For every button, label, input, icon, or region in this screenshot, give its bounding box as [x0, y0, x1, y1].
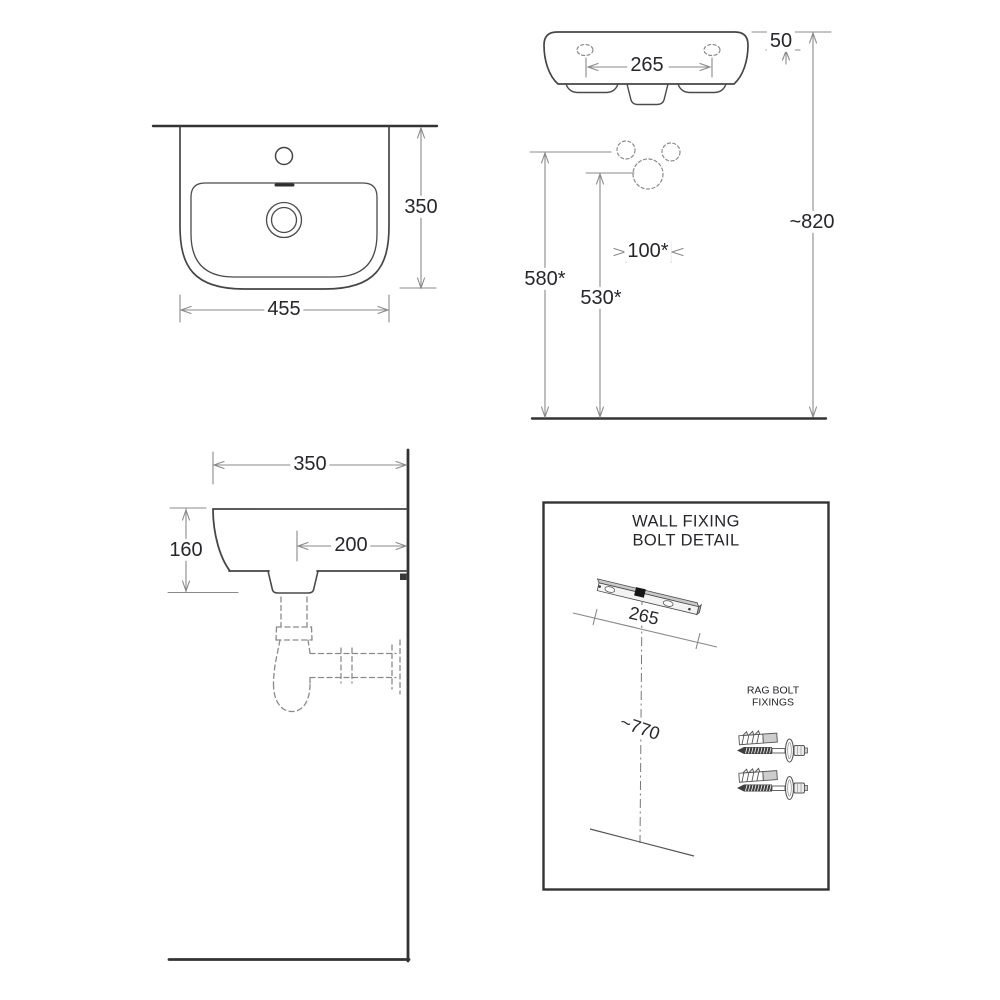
- dim-rail-spacing: [572, 608, 718, 650]
- basin-rear-outline: [543, 31, 749, 85]
- rag-bolt-top: [736, 729, 809, 763]
- drain-inner: [270, 206, 298, 234]
- detail-box-title-line1: WALL FIXING: [632, 512, 740, 531]
- drain-outer: [265, 201, 303, 239]
- front-view: [151, 124, 439, 323]
- dim-label-side-height: 160: [166, 538, 206, 562]
- supply-pipe-left: [616, 140, 636, 160]
- fixing-rail: [596, 578, 702, 616]
- rag-bolt-bottom: [736, 766, 809, 801]
- waste-pipe: [632, 158, 664, 190]
- fixing-clip: [400, 573, 407, 580]
- rear-view: [529, 31, 832, 420]
- basin-foot-left: [565, 83, 619, 94]
- dim-label-side-depth: 350: [290, 452, 330, 476]
- rag-bolt-fixings-label: RAG BOLT FIXINGS: [746, 684, 800, 709]
- dim-label-floor-to-rim: ~820: [786, 210, 838, 234]
- dim-label-wall-to-waste: 200: [331, 533, 371, 557]
- rail-centre-marker: [634, 587, 646, 598]
- detail-box-title-line2: BOLT DETAIL: [632, 531, 740, 549]
- dim-label-floor-to-supply: 580*: [521, 267, 569, 291]
- dim-label-bolt-spacing: 265: [627, 53, 667, 77]
- detail-box-border: [542, 501, 830, 891]
- basin-foot-right: [677, 83, 727, 94]
- tap-hole: [274, 146, 294, 166]
- dim-bolt-spacing: [585, 57, 713, 78]
- dim-label-front-width: 455: [264, 297, 304, 321]
- bolt-hole-left: [576, 43, 594, 57]
- waste-trap-dashed: [272, 596, 401, 713]
- rag-bolt-label-line1: RAG BOLT: [746, 684, 800, 697]
- dim-label-supply-spacing: 100*: [624, 239, 672, 263]
- waste-boss: [626, 83, 669, 106]
- supply-pipe-right: [661, 142, 681, 162]
- basin-outline: [179, 126, 390, 290]
- dim-label-rim-to-holes: 50: [766, 29, 796, 53]
- side-view: [167, 448, 411, 963]
- dim-label-floor-to-waste: 530*: [577, 286, 625, 310]
- waste-boss-side: [267, 570, 319, 594]
- detail-box-title: WALL FIXING BOLT DETAIL: [632, 513, 740, 550]
- basin-front-curve: [212, 508, 231, 572]
- detail-floor-line: [589, 828, 695, 857]
- inner-bowl: [190, 182, 378, 278]
- dim-label-front-height: 350: [401, 195, 441, 219]
- rag-bolt-label-line2: FIXINGS: [751, 696, 795, 708]
- bolt-hole-right: [703, 43, 721, 57]
